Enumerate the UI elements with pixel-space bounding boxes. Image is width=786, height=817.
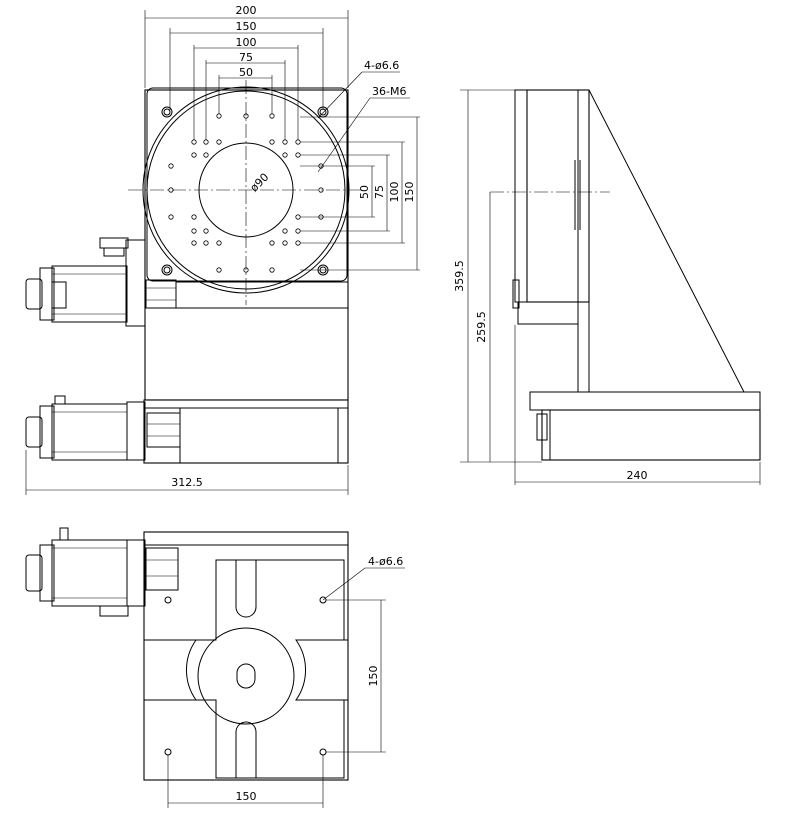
front-lower-motor bbox=[51, 403, 128, 461]
bottom-cross-pocket bbox=[186, 559, 345, 779]
side-base bbox=[541, 409, 761, 461]
callout-bottom-holes: 4-ø6.6 bbox=[368, 555, 403, 568]
dim-side-axis-height: 259.5 bbox=[475, 311, 488, 343]
bottom-motor bbox=[51, 539, 128, 607]
front-housing bbox=[144, 89, 349, 401]
dim-top-hole-50: 50 bbox=[239, 66, 253, 79]
dim-right-50: 50 bbox=[358, 185, 371, 199]
dim-bottom-vertical: 150 bbox=[367, 666, 380, 687]
bottom-view: 4-ø6.6 150 150 bbox=[25, 527, 405, 808]
dim-top-hole-75: 75 bbox=[239, 51, 253, 64]
front-upper-motor bbox=[51, 265, 128, 323]
side-view: 359.5 259.5 240 bbox=[453, 89, 761, 485]
bottom-top-slot bbox=[235, 560, 257, 618]
front-view: 200 150 100 75 50 4-ø6.6 36-M6 ø90 bbox=[25, 4, 420, 495]
dim-top-hole-150: 150 bbox=[236, 20, 257, 33]
callout-front-threads: 36-M6 bbox=[372, 85, 406, 98]
dim-overall-width: 312.5 bbox=[171, 476, 203, 489]
dim-top-width: 200 bbox=[236, 4, 257, 17]
callout-front-holes: 4-ø6.6 bbox=[364, 59, 399, 72]
side-angle-bracket bbox=[588, 89, 745, 393]
dim-right-100: 100 bbox=[388, 182, 401, 203]
dim-top-hole-100: 100 bbox=[236, 36, 257, 49]
dim-right-75: 75 bbox=[373, 185, 386, 199]
dim-bottom-horizontal: 150 bbox=[236, 790, 257, 803]
bottom-center-bore bbox=[197, 627, 295, 725]
bottom-plate bbox=[143, 531, 349, 781]
dim-side-depth: 240 bbox=[627, 469, 648, 482]
side-rotary-plate bbox=[526, 89, 590, 303]
front-coupling-box bbox=[145, 279, 177, 309]
bottom-bottom-slot bbox=[235, 721, 257, 778]
dim-side-height: 359.5 bbox=[453, 260, 466, 292]
front-base bbox=[143, 399, 349, 464]
dim-right-150: 150 bbox=[403, 182, 416, 203]
